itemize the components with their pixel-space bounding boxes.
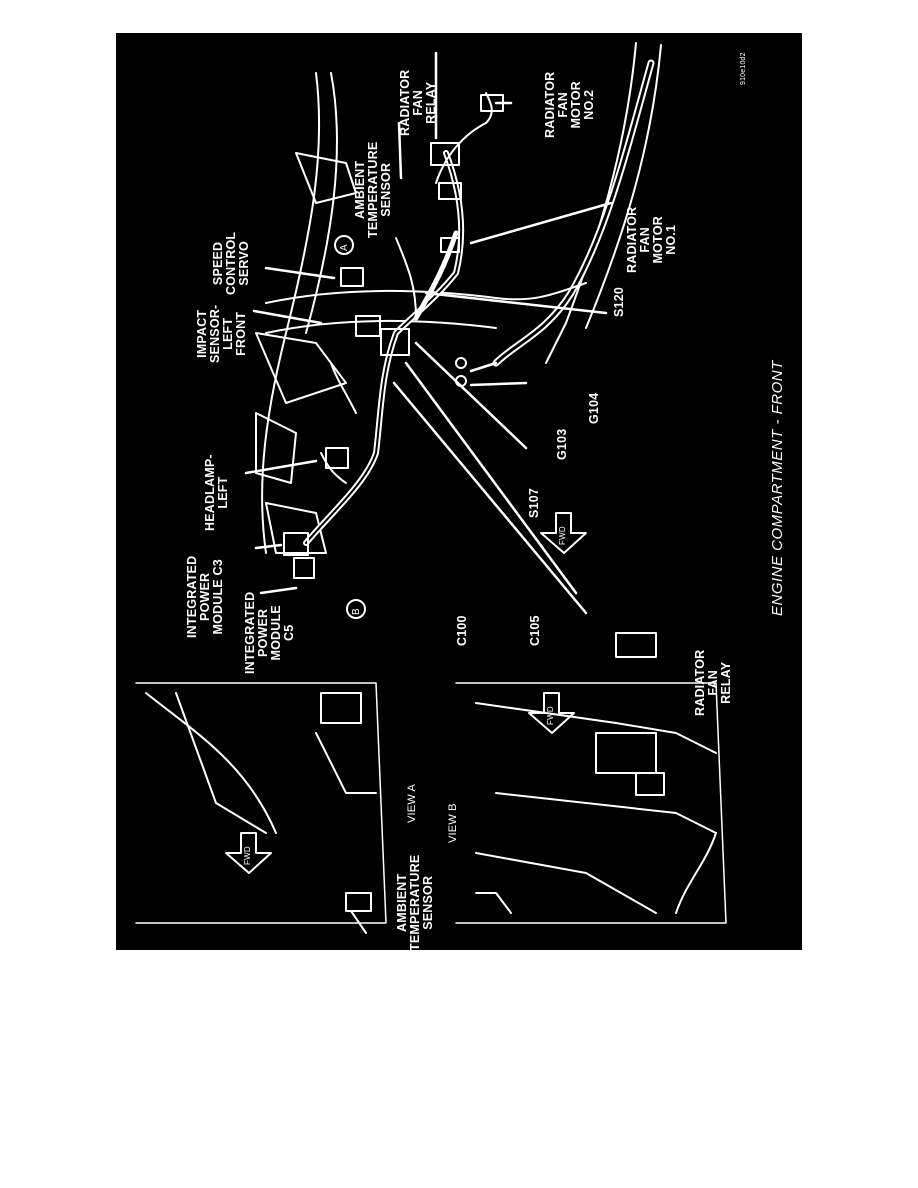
label-c100: C100: [455, 615, 469, 646]
fwd-arrow-label-view-b: FWD: [546, 706, 555, 725]
view-b-label: VIEW B: [447, 803, 459, 843]
label-headlamp-left: HEADLAMP- LEFT: [203, 454, 230, 531]
diagram-panel: RADIATOR FAN RELAY RADIATOR FAN MOTOR NO…: [116, 33, 802, 950]
diagram-caption: ENGINE COMPARTMENT - FRONT: [769, 360, 786, 616]
figure-id: 910e10d2: [740, 52, 747, 85]
label-radiator-fan-relay: RADIATOR FAN RELAY: [398, 69, 438, 136]
label-c105: C105: [528, 615, 542, 646]
label-inset-radiator-fan-relay: RADIATOR FAN RELAY: [693, 649, 733, 716]
fwd-arrow-label-view-a: FWD: [243, 846, 252, 865]
marker-a: A: [339, 244, 350, 251]
label-s120: S120: [612, 287, 626, 317]
label-integrated-power-module-c3: INTEGRATED POWER MODULE C3: [185, 555, 225, 638]
label-integrated-power-module-c5: INTEGRATED POWER MODULE C5: [243, 591, 296, 674]
label-ambient-temperature-sensor: AMBIENT TEMPERATURE SENSOR: [353, 141, 393, 238]
label-g103: G103: [555, 428, 569, 460]
label-radiator-fan-motor-no2: RADIATOR FAN MOTOR NO.2: [543, 71, 596, 138]
label-s107: S107: [527, 488, 541, 518]
label-radiator-fan-motor-no1: RADIATOR FAN MOTOR NO.1: [625, 206, 678, 273]
marker-b: B: [351, 608, 362, 615]
label-speed-control-servo: SPEED CONTROL SERVO: [211, 231, 251, 295]
label-g104: G104: [587, 392, 601, 424]
label-impact-sensor-left-front: IMPACT SENSOR- LEFT FRONT: [195, 304, 248, 363]
fwd-arrow-label-main: FWD: [558, 526, 567, 545]
engine-compartment-line-art: [135, 42, 727, 934]
label-inset-ambient-temperature-sensor: AMBIENT TEMPERATURE SENSOR: [395, 854, 435, 950]
view-a-label: VIEW A: [406, 783, 418, 823]
